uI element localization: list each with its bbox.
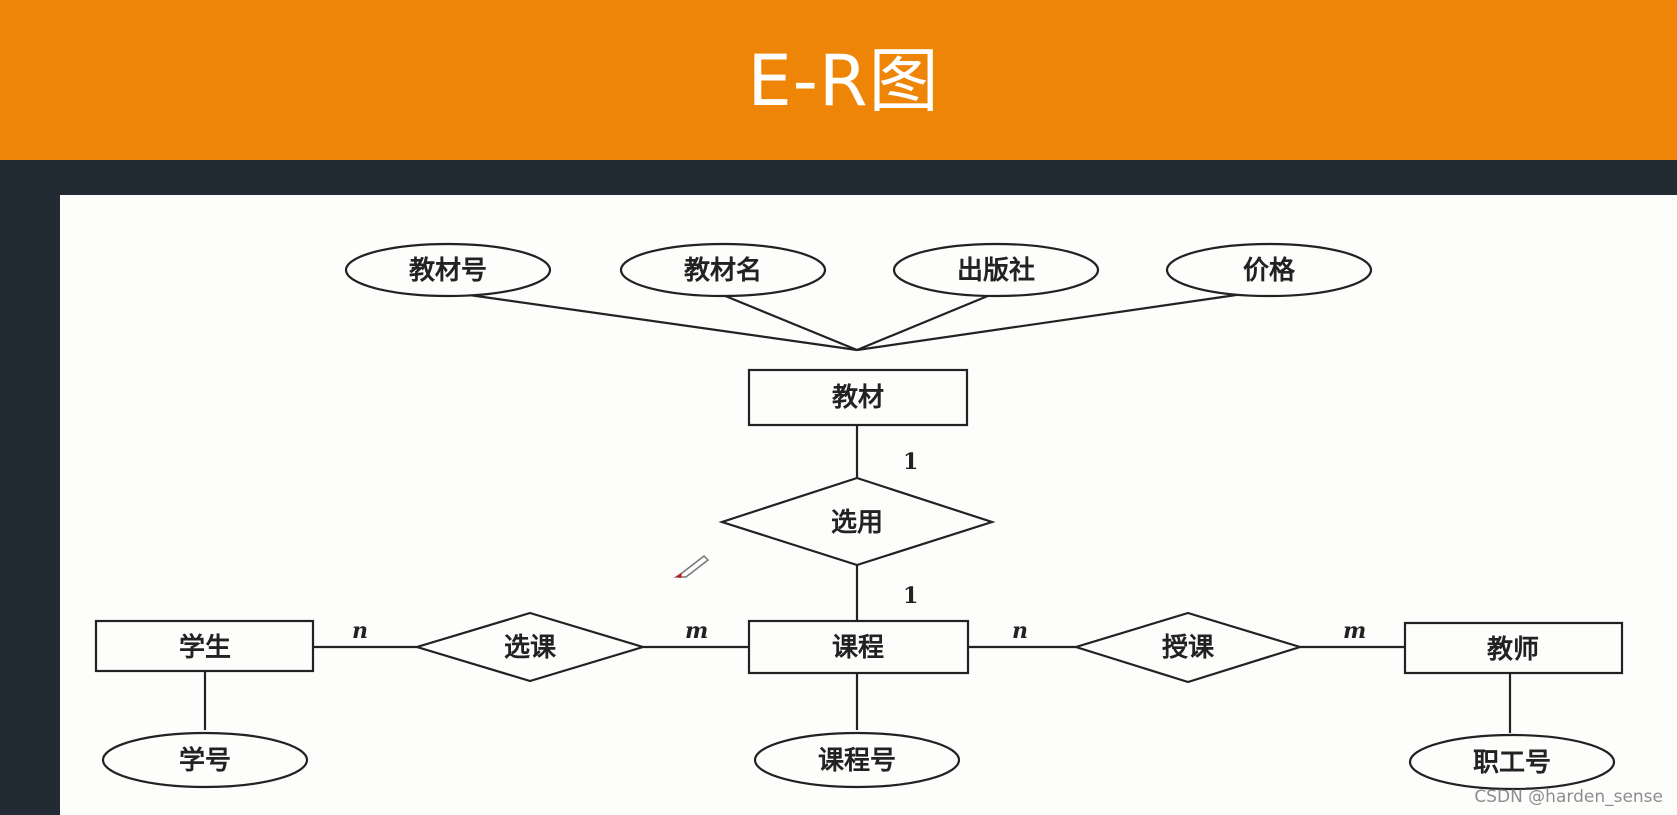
edges bbox=[203, 291, 1512, 733]
attribute-label: 价格 bbox=[1243, 255, 1296, 286]
attribute-staff-no: 职工号 bbox=[1408, 733, 1616, 791]
attribute-label: 教材名 bbox=[684, 255, 762, 286]
slide-header: E-R图 bbox=[0, 0, 1677, 160]
cardinality-textbook-adopt: 1 bbox=[903, 449, 918, 475]
edge-publisher bbox=[856, 291, 996, 352]
attribute-label: 课程号 bbox=[818, 746, 896, 776]
relationship-teach: 授课 bbox=[1072, 611, 1304, 684]
cardinality-student-enroll: n bbox=[352, 618, 368, 644]
attribute-label: 职工号 bbox=[1473, 748, 1551, 778]
attribute-course-no: 课程号 bbox=[753, 731, 961, 789]
relationship-label: 授课 bbox=[1162, 633, 1215, 663]
diagram-panel: 教材号 教材名 出版社 价格 学号 课程号 职工号 教材 bbox=[60, 195, 1677, 815]
edge-price bbox=[856, 291, 1251, 352]
cardinality-course-teach: n bbox=[1012, 618, 1028, 644]
entity-label: 学生 bbox=[179, 632, 231, 663]
pen-cursor-icon bbox=[673, 555, 710, 578]
attribute-label: 教材号 bbox=[409, 256, 487, 286]
attribute-textbook-name: 教材名 bbox=[619, 242, 827, 298]
entity-label: 课程 bbox=[832, 633, 884, 663]
entity-textbook: 教材 bbox=[747, 368, 969, 427]
entity-teacher: 教师 bbox=[1403, 621, 1624, 675]
attribute-student-no: 学号 bbox=[101, 731, 309, 789]
relationship-label: 选课 bbox=[504, 633, 557, 663]
cardinality-enroll-course: m bbox=[685, 618, 708, 644]
slide-title: E-R图 bbox=[747, 39, 940, 122]
attribute-publisher: 出版社 bbox=[892, 242, 1100, 298]
watermark: CSDN @harden_sense bbox=[1474, 787, 1663, 807]
edge-textbook-name bbox=[717, 291, 858, 352]
relationship-adopt: 选用 bbox=[718, 476, 996, 567]
attribute-label: 出版社 bbox=[957, 255, 1035, 286]
attribute-price: 价格 bbox=[1165, 242, 1373, 298]
entity-student: 学生 bbox=[94, 619, 315, 673]
attribute-label: 学号 bbox=[179, 745, 231, 776]
relationship-enroll: 选课 bbox=[413, 611, 647, 683]
cardinality-adopt-course: 1 bbox=[903, 583, 918, 609]
entity-label: 教材 bbox=[832, 383, 884, 413]
attribute-textbook-no: 教材号 bbox=[344, 242, 552, 298]
er-diagram: 教材号 教材名 出版社 价格 学号 课程号 职工号 教材 bbox=[94, 242, 1624, 791]
entity-course: 课程 bbox=[747, 619, 970, 675]
relationship-label: 选用 bbox=[831, 508, 883, 538]
edge-textbook-no bbox=[454, 291, 858, 352]
cardinality-teach-teacher: m bbox=[1343, 618, 1366, 644]
entity-label: 教师 bbox=[1487, 635, 1539, 665]
